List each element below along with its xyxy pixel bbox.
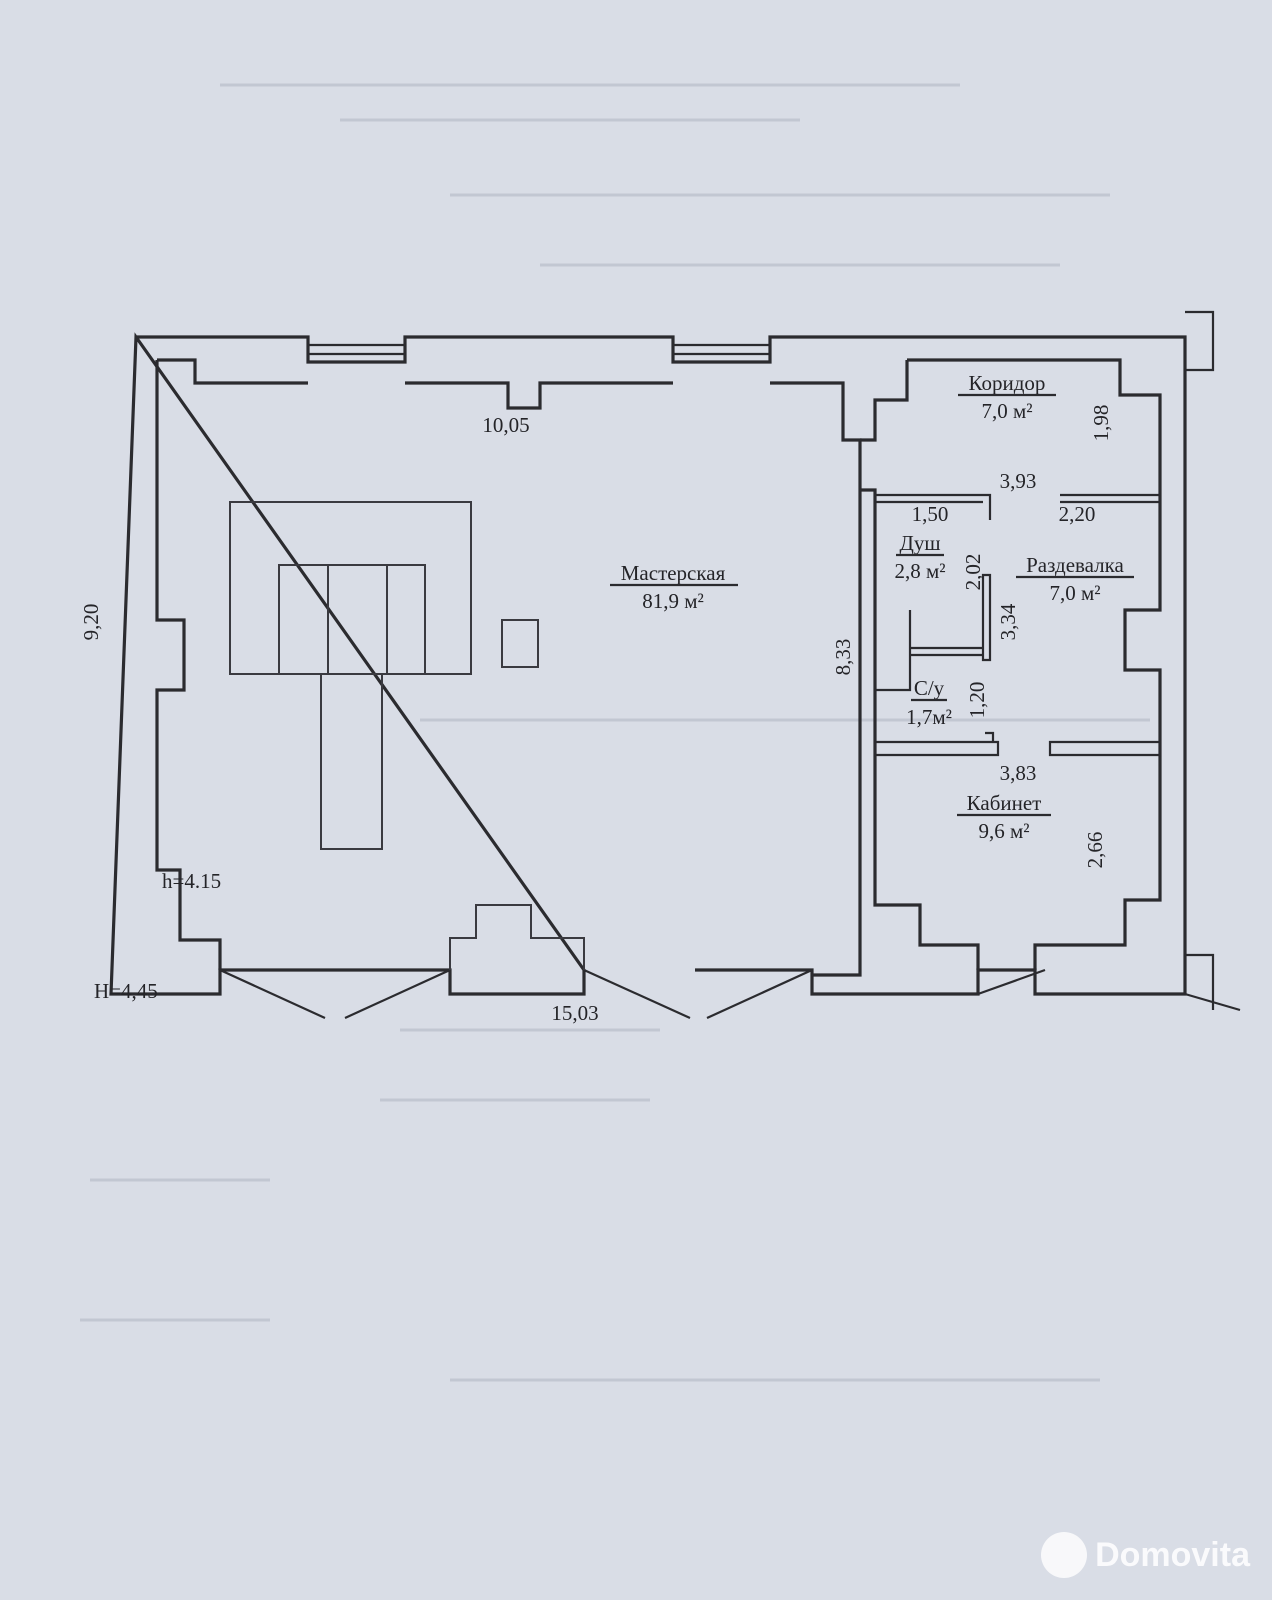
machine-bed [320, 673, 383, 850]
outer-walls [109, 310, 1241, 1020]
dim-shower-width: 1,50 [912, 502, 949, 526]
room-name-changing: Раздевалка [1026, 553, 1124, 577]
dim-top-length: 10,05 [482, 413, 529, 437]
dim-corridor-width: 3,93 [1000, 469, 1037, 493]
room-area-shower: 2,8 м² [894, 559, 945, 583]
entrance-diagonals [219, 968, 1241, 1020]
workshop-equipment [229, 501, 585, 970]
dim-changing-width: 2,20 [1059, 502, 1096, 526]
right-edge-bracket [1185, 310, 1215, 1010]
room-area-office: 9,6 м² [978, 819, 1029, 843]
machine-base [278, 564, 426, 675]
inner-ceiling-height: h=4.15 [162, 869, 221, 893]
dim-office-depth: 2,66 [1083, 832, 1107, 869]
work-platform [229, 501, 472, 675]
outer-ceiling-height: H=4,45 [94, 979, 158, 1003]
room-area-changing: 7,0 м² [1049, 581, 1100, 605]
dim-office-width: 3,83 [1000, 761, 1037, 785]
dimension-labels: 10,05 9,20 15,03 8,33 1,98 3,93 1,50 2,2… [79, 405, 1113, 1025]
dim-bottom-length: 15,03 [551, 1001, 598, 1025]
column [501, 619, 539, 668]
workshop-inner-wall [155, 358, 862, 977]
room-name-office: Кабинет [967, 791, 1042, 815]
room-name-wc: С/у [914, 676, 945, 700]
room-name-corridor: Коридор [969, 371, 1046, 395]
bottom-pillar [449, 904, 585, 970]
room-area-corridor: 7,0 м² [981, 399, 1032, 423]
dim-corridor-depth: 1,98 [1089, 405, 1113, 442]
dim-wc-depth: 1,20 [965, 682, 989, 719]
dim-inner-height: 8,33 [831, 639, 855, 676]
outer-wall [109, 332, 1187, 996]
domovita-logo-icon [1041, 1532, 1088, 1578]
dim-changing-depth: 3,34 [996, 603, 1020, 640]
partitions [873, 493, 1162, 757]
room-area-workshop: 81,9 м² [642, 589, 704, 613]
right-block-walls [860, 358, 1162, 970]
room-labels: Мастерская 81,9 м² Коридор 7,0 м² Душ 2,… [610, 371, 1134, 843]
room-area-wc: 1,7м² [906, 705, 952, 729]
dim-shower-depth: 2,02 [961, 554, 985, 591]
dim-left-height: 9,20 [79, 604, 103, 641]
room-name-workshop: Мастерская [621, 561, 726, 585]
room-name-shower: Душ [900, 531, 941, 555]
paper-bleed-through [80, 83, 1150, 1382]
watermark-text: Domovita [1095, 1535, 1250, 1574]
watermark: Domovita [1041, 1532, 1250, 1578]
top-windows [308, 343, 770, 356]
